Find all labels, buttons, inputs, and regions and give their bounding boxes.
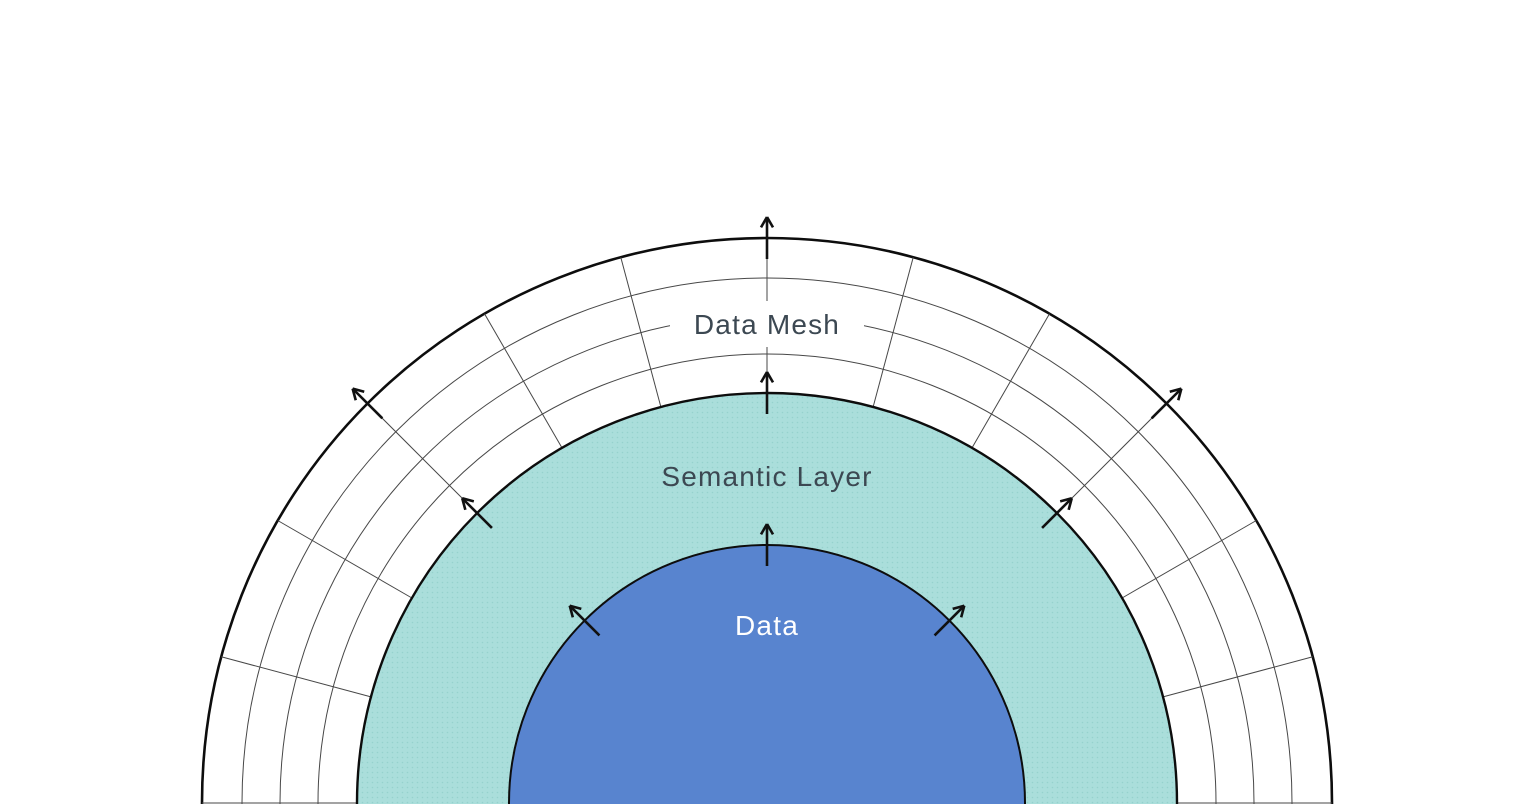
data-label: Data — [735, 610, 799, 641]
grid-radial — [971, 313, 1050, 449]
data-mesh-label-knockout — [670, 301, 864, 347]
outward-arrow — [460, 496, 493, 529]
grid-radial — [1121, 520, 1257, 599]
grid-radial — [1162, 656, 1313, 698]
grid-radial — [221, 656, 372, 698]
outward-arrow — [759, 371, 775, 414]
outward-arrow — [351, 387, 384, 420]
grid-radial — [1056, 403, 1167, 514]
grid-radial — [620, 257, 662, 408]
semantic-layer-label: Semantic Layer — [661, 461, 872, 492]
grid-radial — [367, 403, 478, 514]
outward-arrow — [1041, 496, 1074, 529]
outward-arrow — [759, 523, 775, 566]
data-mesh-label: Data Mesh — [694, 309, 840, 340]
grid-radial — [872, 257, 914, 408]
outward-arrow — [568, 604, 601, 637]
grid-radial — [277, 520, 413, 599]
grid-radial — [484, 313, 563, 449]
outward-arrow — [759, 216, 775, 259]
outward-arrow — [1150, 387, 1183, 420]
outward-arrow — [933, 604, 966, 637]
